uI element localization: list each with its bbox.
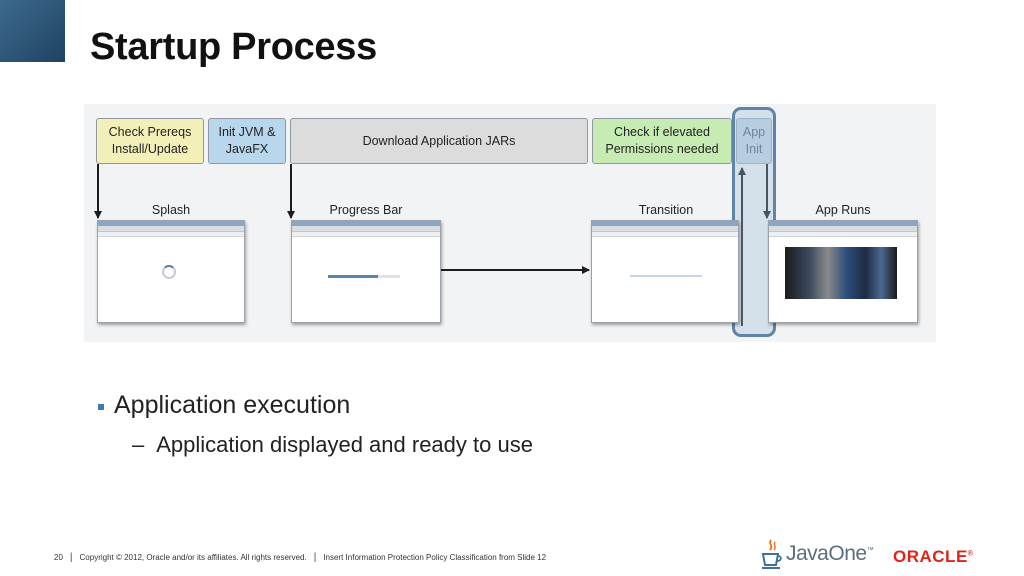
bullet-item-level2: – Application displayed and ready to use bbox=[132, 432, 533, 458]
progress-bar bbox=[328, 275, 400, 278]
bullet-list: Application execution – Application disp… bbox=[98, 391, 533, 458]
dash-bullet-icon: – bbox=[132, 432, 145, 457]
transition-indicator bbox=[630, 275, 702, 277]
app-runs-browser-window bbox=[768, 220, 918, 323]
flow-arrows bbox=[94, 164, 771, 326]
javaone-logo: JavaOne™ bbox=[760, 538, 874, 570]
classification-text: Insert Information Protection Policy Cla… bbox=[323, 553, 547, 562]
bullet-item-level1: Application execution bbox=[98, 391, 533, 420]
stage-label-splash: Splash bbox=[151, 203, 191, 217]
stage-label-progress-bar: Progress Bar bbox=[329, 203, 403, 217]
copyright-text: Copyright © 2012, Oracle and/or its affi… bbox=[79, 553, 307, 562]
startup-diagram: Check Prereqs Install/Update Init JVM & … bbox=[84, 104, 936, 342]
loading-spinner-icon bbox=[162, 265, 176, 279]
stage-label-app-runs: App Runs bbox=[815, 203, 871, 217]
phase-init-jvm: Init JVM & JavaFX bbox=[208, 118, 286, 164]
square-bullet-icon bbox=[98, 403, 104, 410]
oracle-logo: ORACLE® bbox=[893, 547, 974, 566]
stage-label-transition: Transition bbox=[638, 203, 694, 217]
slide-title: Startup Process bbox=[90, 26, 377, 68]
phase-app-init: App Init bbox=[736, 118, 772, 164]
phase-check-prereqs: Check Prereqs Install/Update bbox=[96, 118, 204, 164]
page-number: 20 bbox=[54, 553, 63, 562]
progress-browser-window bbox=[291, 220, 441, 323]
phase-check-permissions: Check if elevated Permissions needed bbox=[592, 118, 732, 164]
slide-footer: 20 | Copyright © 2012, Oracle and/or its… bbox=[54, 552, 546, 563]
app-content-image bbox=[785, 247, 897, 299]
javaone-wordmark: JavaOne™ bbox=[786, 542, 874, 565]
footer-separator: | bbox=[313, 552, 317, 563]
splash-browser-window bbox=[97, 220, 245, 323]
bullet-text: Application execution bbox=[114, 391, 351, 419]
progress-bar-fill bbox=[328, 275, 379, 278]
transition-browser-window bbox=[591, 220, 739, 323]
java-cup-icon bbox=[761, 539, 782, 569]
sub-bullet-text: Application displayed and ready to use bbox=[156, 432, 533, 457]
corner-accent-block bbox=[0, 0, 65, 62]
footer-separator: | bbox=[69, 552, 73, 563]
phase-download-jars: Download Application JARs bbox=[290, 118, 588, 164]
